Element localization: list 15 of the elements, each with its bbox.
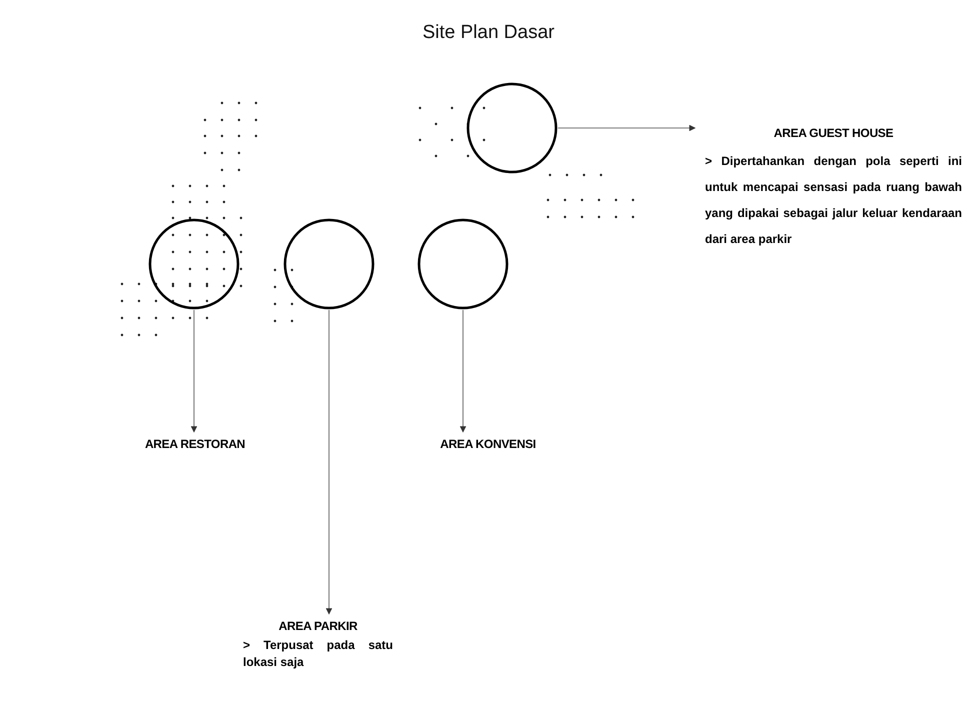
- site-circle: [417, 218, 509, 310]
- area-heading: AREA GUEST HOUSE: [772, 125, 894, 142]
- site-circle: [148, 218, 240, 310]
- area-heading: AREA KONVENSI: [439, 436, 537, 453]
- site-circle: [466, 82, 558, 174]
- arrow: [460, 310, 466, 433]
- area-heading: AREA RESTORAN: [144, 436, 246, 453]
- area-heading: AREA PARKIR: [278, 618, 358, 635]
- arrow: [558, 124, 696, 132]
- arrow: [190, 310, 198, 433]
- diagram-title: Site Plan Dasar: [421, 22, 556, 44]
- arrow: [326, 310, 332, 615]
- area-description: > Dipertahankan dengan pola seperti ini untuk mencapai sensasi pada ruang bawah yang dipakai sebagai jalur keluar kendaraan dari area parkir: [705, 153, 962, 248]
- area-description: > Terpusat pada satu lokasi saja: [243, 637, 393, 671]
- site-circle: [283, 218, 375, 310]
